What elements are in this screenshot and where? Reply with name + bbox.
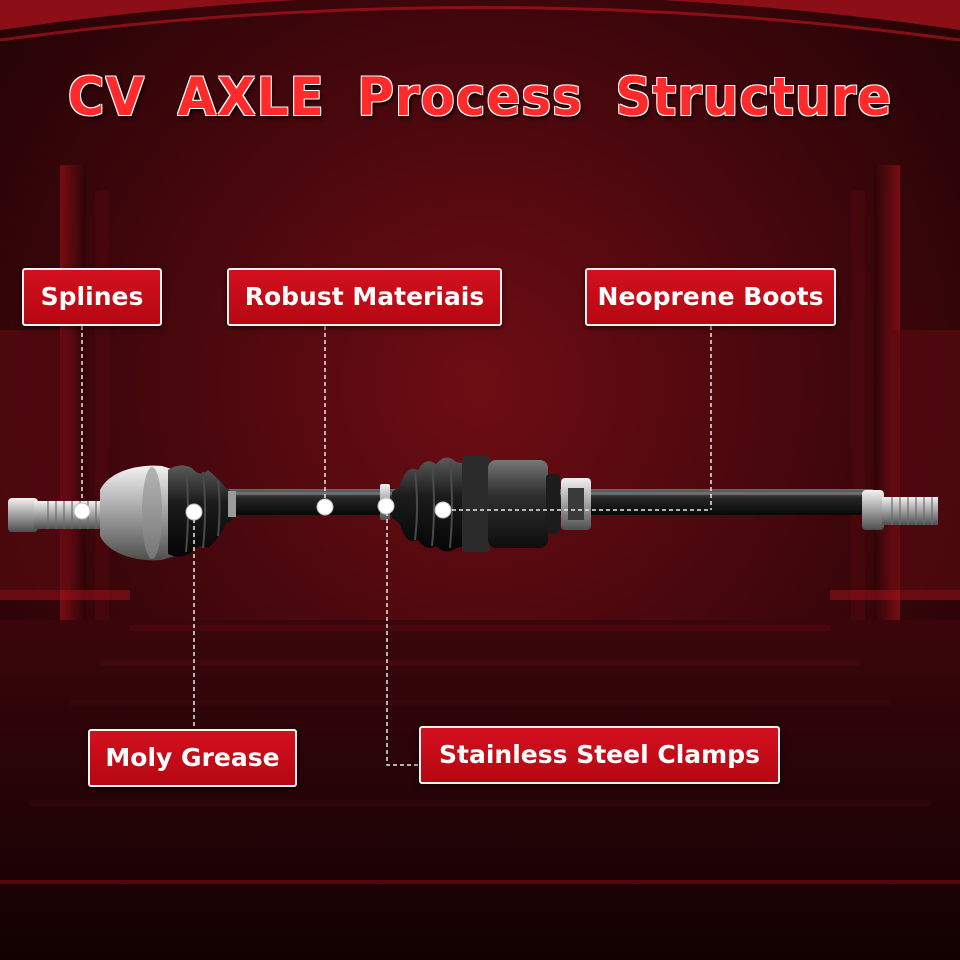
- inner-boot-ribs: [414, 461, 453, 549]
- dot-moly: [185, 503, 203, 521]
- right-pillar-2: [851, 190, 865, 670]
- right-spline-ridges: [891, 497, 933, 525]
- callout-neoprene-boots: Neoprene Boots: [585, 268, 836, 326]
- right-wall-glow: [830, 590, 960, 600]
- left-spline-shaft: [34, 501, 104, 529]
- floor: [0, 620, 960, 960]
- stair-3: [70, 700, 890, 706]
- callout-moly-grease: Moly Grease: [88, 729, 297, 787]
- outer-joint-ring: [142, 467, 162, 559]
- inner-housing-band: [462, 456, 490, 552]
- inner-housing-neck: [546, 474, 560, 534]
- callout-splines: Splines: [22, 268, 162, 326]
- floor-glow-line: [0, 880, 960, 884]
- left-wall-panel: [0, 330, 70, 590]
- outer-boot-clamp: [228, 491, 236, 517]
- inner-housing: [488, 460, 548, 548]
- page-title: CV AXLE Process Structure: [67, 66, 893, 128]
- cv-axle: [8, 456, 938, 561]
- outer-cv-joint: [100, 465, 175, 561]
- leader-lines: [81, 326, 712, 766]
- right-collar: [862, 490, 884, 530]
- callout-robust-materials: Robust Materiais: [227, 268, 502, 326]
- right-wall-panel: [890, 330, 960, 590]
- dot-robust: [316, 498, 334, 516]
- right-spline-shaft: [882, 497, 938, 525]
- dot-splines: [73, 502, 91, 520]
- bearing-inner: [568, 488, 584, 520]
- stair-4: [30, 800, 930, 806]
- axle-nut: [8, 498, 38, 532]
- top-arc-line: [0, 6, 960, 42]
- marker-dots: [73, 497, 452, 521]
- stair-1: [130, 625, 830, 631]
- inner-boot: [392, 457, 466, 552]
- dot-neoprene: [434, 501, 452, 519]
- callout-stainless-steel-clamps: Stainless Steel Clamps: [419, 726, 780, 784]
- leader-clamps: [386, 505, 420, 766]
- left-wall-glow: [0, 590, 130, 600]
- dot-clamps: [377, 497, 395, 515]
- top-arc-glow: [0, 0, 960, 30]
- stair-2: [100, 660, 860, 666]
